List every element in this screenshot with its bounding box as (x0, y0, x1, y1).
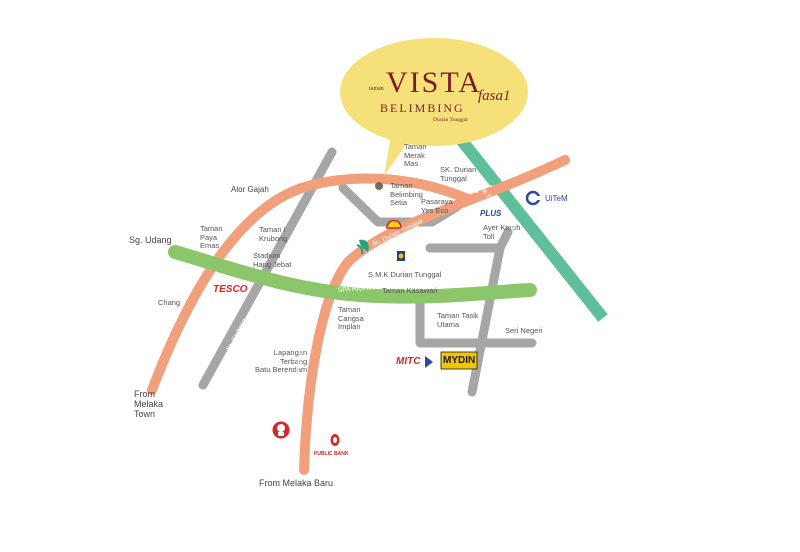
label-taman-merak-mas: Taman Merak Mas (404, 142, 427, 168)
title-name: VISTA (386, 66, 482, 99)
road-jln-krubong (198, 147, 337, 390)
label-lapangan: Lapangan Terbang Batu Berendam (255, 348, 308, 374)
label-sg-udang: Sg. Udang (129, 235, 172, 245)
mydin-logo-icon (440, 351, 478, 370)
petronas-logo-icon (356, 239, 369, 255)
uitm-logo-icon (525, 190, 541, 206)
location-dot-icon (375, 182, 383, 190)
road-tasik (415, 295, 537, 348)
label-stadium: Stadium Hang Jebat (253, 251, 292, 269)
label-chang: Chang (158, 298, 181, 307)
bank-logo-dot-icon (398, 253, 404, 259)
label-smk: S.M.K Durian Tunggal (368, 270, 442, 279)
kfc-logo-icon (272, 421, 290, 439)
label-taman-cangsa: Taman Cangsa Implan (338, 305, 364, 331)
public-bank-label: PUBLIC BANK (314, 451, 349, 457)
title-prefix: taman (369, 86, 384, 92)
title-phase: fasa1 (478, 88, 511, 104)
road-alor-gajah-arc (147, 173, 475, 395)
label-taman-belimbing-setia: Taman Belimbing Setia (390, 181, 423, 207)
public-bank-logo-icon (330, 434, 340, 446)
road-spa-highway (168, 245, 537, 304)
road-north-south-highway (442, 118, 608, 322)
title-subname: BELIMBING (380, 101, 465, 115)
label-alor-gajah: Alor Gajah (231, 185, 269, 194)
label-taman-tasik-utama: Taman Tasik Utama (437, 311, 479, 329)
label-from-melaka-baru: From Melaka Baru (259, 478, 334, 488)
plus-logo: PLUS (480, 209, 502, 218)
main-roads (147, 155, 570, 475)
direction-arrow-line (476, 185, 493, 190)
tesco-logo: TESCO (213, 284, 248, 295)
label-ayer-keroh-toll: Ayer Keroh Toll (483, 223, 521, 241)
label-taman-paya-emas: Taman Paya Emas (200, 224, 223, 250)
direction-arrow-icon (468, 185, 478, 193)
label-taman-krubong: Taman I Krubong (259, 225, 288, 243)
mitc-label: MITC (396, 356, 421, 367)
label-sk-durian-tunggal: SK. Durian Tunggal (440, 165, 477, 183)
mydin-label: MYDIN (443, 355, 476, 366)
label-taman-kasawari: Taman Kasawari (382, 286, 438, 295)
uitm-label: UiTeM (545, 194, 568, 203)
bubble-ellipse (340, 38, 528, 146)
label-pasaraya: Pasaraya Yes Eco (421, 197, 453, 215)
bubble-tail (384, 130, 412, 176)
road-jln-durian-tunggal (299, 155, 570, 475)
shell-logo-icon (386, 219, 402, 229)
mitc-logo-icon (393, 355, 433, 369)
label-from-melaka-town: From Melaka Town (134, 389, 164, 419)
title-locality: Durian Tunggal (433, 117, 468, 123)
label-seri-negeri: Seri Negeri (505, 326, 543, 335)
title-bubble (340, 38, 528, 176)
